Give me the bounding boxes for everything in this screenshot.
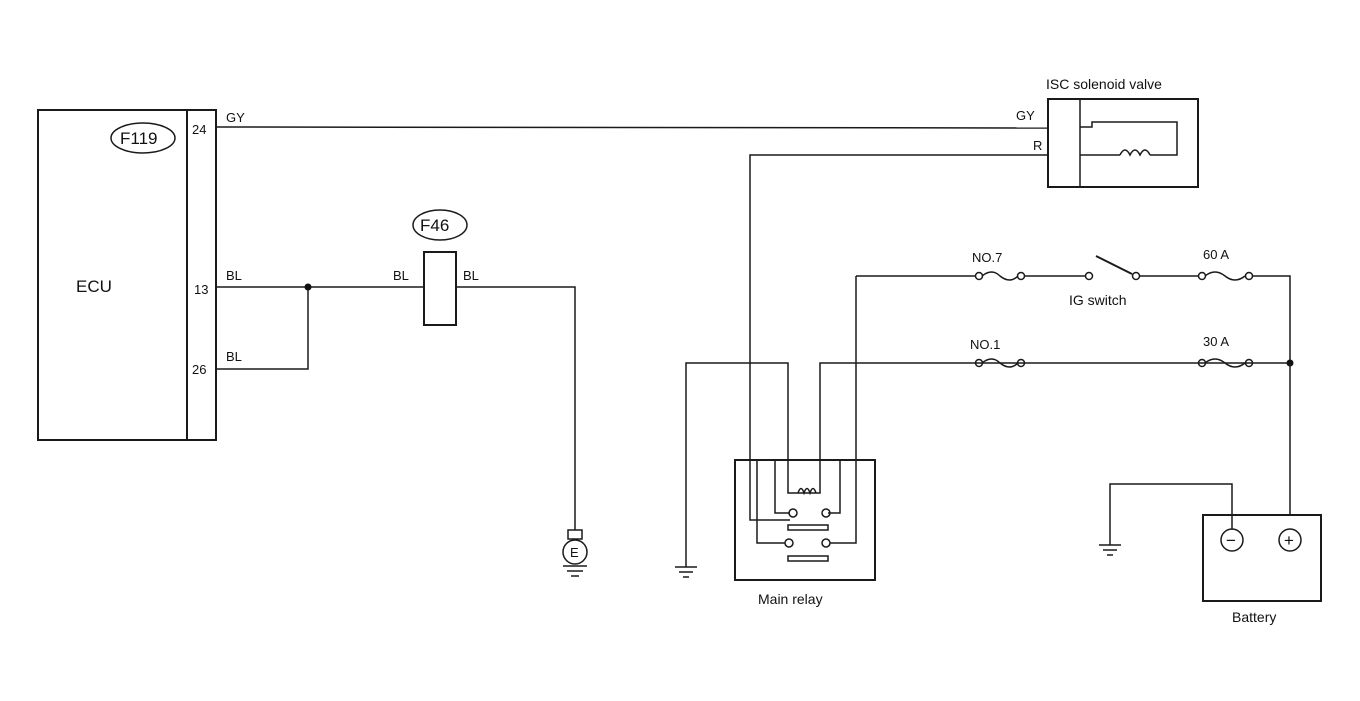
fuse-no1-label: NO.1 (970, 337, 1000, 352)
fuse-no7-label: NO.7 (972, 250, 1002, 265)
isc-coil-wire-top (1080, 121, 1178, 156)
fuse-no1-icon (981, 358, 1019, 368)
junction-dot-bl (304, 283, 312, 291)
coil-symbol-icon (1119, 149, 1151, 157)
main-supply-line: NO.1 30 A (970, 334, 1294, 368)
ground-e-circle (562, 539, 588, 565)
connector-f46-label: F46 (420, 216, 449, 235)
ig-switch-label: IG switch (1069, 292, 1127, 308)
relay-contact-1 (788, 508, 798, 518)
connector-f46: F46 BL (412, 209, 479, 326)
wire-relay-coil (685, 362, 1290, 567)
relay-coil-icon (797, 487, 817, 496)
connector-f46-body (423, 251, 457, 326)
fuse-30a-label: 30 A (1203, 334, 1229, 349)
fuse-60a-label: 60 A (1203, 247, 1229, 262)
fuse-60a-term-a (1197, 271, 1207, 281)
relay-contact-3 (784, 538, 794, 548)
battery: − + Battery (1099, 363, 1322, 625)
ecu-box (37, 109, 217, 441)
ig-supply-line: NO.7 IG switch 60 A (856, 247, 1291, 363)
wire-gy: GY GY (215, 108, 1049, 129)
wire-bl-26-label: BL (226, 349, 242, 364)
fuse-no1-term-b (1016, 358, 1026, 368)
wire-gy-ecu-label: GY (226, 110, 245, 125)
ig-switch-lever-icon[interactable] (1095, 255, 1133, 275)
fuse-60a-icon (1204, 271, 1246, 281)
wire-bl-f46-out-label: BL (463, 268, 479, 283)
wire-r-label: R (1033, 138, 1042, 153)
pin-24-label: 24 (192, 122, 206, 137)
ecu-label: ECU (76, 277, 112, 296)
fuse-no7-icon (981, 271, 1019, 281)
wire-battery-neg (1109, 483, 1233, 545)
isc-valve-label: ISC solenoid valve (1046, 76, 1162, 92)
ig-switch-term-a (1084, 271, 1094, 281)
wire-to-ground-e: E (456, 286, 588, 577)
isc-valve-connector (1047, 98, 1081, 188)
connector-f119-badge (110, 122, 176, 154)
battery-pos-label: + (1284, 531, 1294, 550)
battery-pos-terminal (1278, 528, 1302, 552)
wire-bl-26 (216, 287, 309, 370)
wire-gy-valve-label: GY (1016, 108, 1035, 123)
relay-armature-1 (787, 524, 829, 531)
relay-contact-wire-left-top (774, 460, 790, 514)
ecu-unit: ECU F119 24 13 26 (37, 109, 217, 441)
wire-gy-line (215, 126, 1049, 129)
fuse-60a-term-b (1244, 271, 1254, 281)
fuse-no7-term-b (1016, 271, 1026, 281)
isc-solenoid-valve: ISC solenoid valve R (1033, 76, 1199, 188)
main-relay-label: Main relay (758, 591, 823, 607)
relay-contact-wire-right-top (828, 460, 841, 514)
wire-bl-group: BL BL BL (216, 268, 424, 370)
fuse-30a-icon (1204, 358, 1246, 368)
main-relay: Main relay (675, 276, 1290, 607)
wire-bl-13-label: BL (226, 268, 242, 283)
wire-r (749, 154, 1048, 521)
relay-contact-2 (821, 508, 831, 518)
wire-ig-4 (1253, 275, 1291, 363)
relay-armature-2 (787, 555, 829, 562)
ground-terminal (567, 529, 583, 540)
main-relay-box (734, 459, 876, 581)
wire-bl-f46-in-label: BL (393, 268, 409, 283)
connector-f46-badge (412, 209, 468, 241)
relay-contact-wire-right-bottom (830, 276, 857, 544)
battery-neg-label: − (1226, 531, 1236, 550)
fuse-no7-term-a (974, 271, 984, 281)
relay-contact-wire-left-bottom (756, 460, 785, 544)
ground-e-label: E (570, 545, 579, 560)
isc-valve-box (1047, 98, 1199, 188)
wire-bl-ground (456, 286, 576, 530)
pin-26-label: 26 (192, 362, 206, 377)
relay-contact-4 (821, 538, 831, 548)
pin-13-label: 13 (194, 282, 208, 297)
battery-label: Battery (1232, 609, 1276, 625)
fuse-30a-term-b (1244, 358, 1254, 368)
battery-body (1202, 514, 1322, 602)
connector-f119-label: F119 (120, 129, 158, 148)
ig-switch-term-b (1131, 271, 1141, 281)
